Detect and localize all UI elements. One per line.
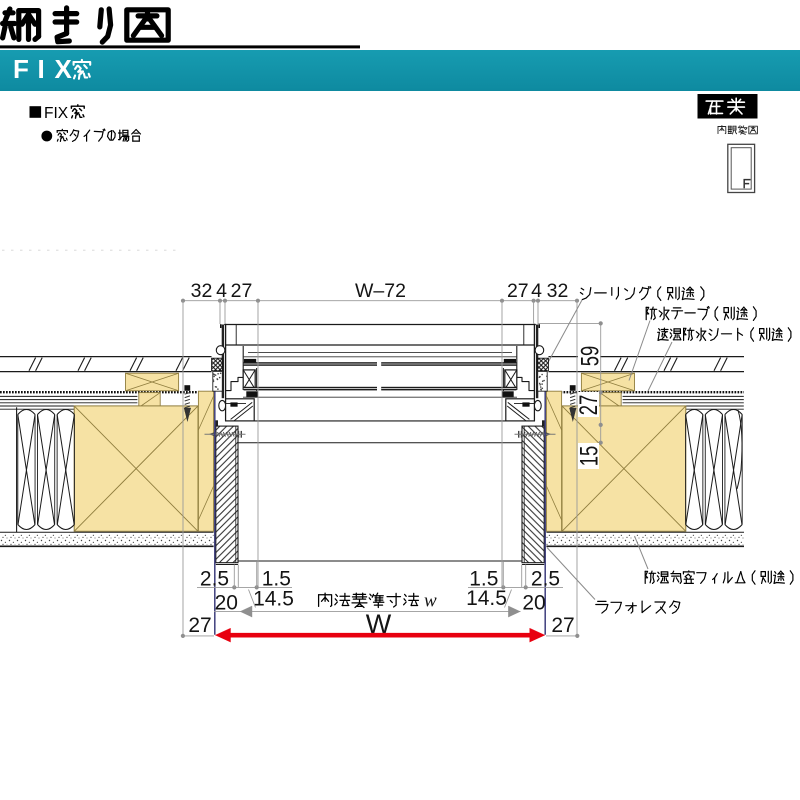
svg-text:w: w [424,591,437,612]
svg-text:20: 20 [215,592,238,615]
svg-text:2.5: 2.5 [531,568,560,591]
svg-text:14.5: 14.5 [466,587,507,610]
svg-text:4: 4 [531,280,542,302]
svg-text:32: 32 [191,280,213,302]
svg-text:32: 32 [547,280,569,302]
svg-text:59: 59 [577,346,605,367]
svg-text:27: 27 [231,280,253,302]
svg-text:20: 20 [522,592,545,615]
svg-text:14.5: 14.5 [253,588,294,611]
svg-text:27: 27 [551,614,574,637]
svg-text:15: 15 [576,446,604,467]
svg-text:27: 27 [188,614,211,637]
svg-text:I: I [38,54,45,84]
svg-text:F: F [13,54,29,84]
svg-text:FIX: FIX [44,105,69,122]
svg-text:1.5: 1.5 [262,568,291,591]
svg-text:2.5: 2.5 [200,568,229,591]
svg-text:4: 4 [216,280,227,302]
svg-text:27: 27 [575,395,603,416]
svg-text:W–72: W–72 [355,280,406,302]
svg-text:27: 27 [507,280,529,302]
svg-text:1.5: 1.5 [469,568,498,591]
svg-text:X: X [55,54,73,84]
